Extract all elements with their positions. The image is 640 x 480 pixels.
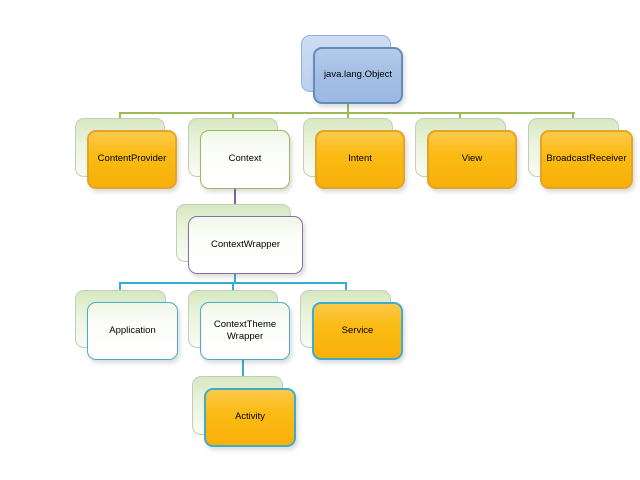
node-service: Service — [312, 302, 403, 360]
connector-drop-context — [232, 112, 234, 120]
connector-contextthemewrapper-activity — [242, 359, 244, 378]
connector-drop-service — [345, 282, 347, 292]
node-contextwrapper-label: ContextWrapper — [211, 238, 280, 250]
node-contentprovider-label: ContentProvider — [97, 153, 167, 165]
connector-contextwrapper-stem — [234, 273, 236, 284]
node-context-label: Context — [228, 153, 262, 165]
connector-context-contextwrapper — [234, 188, 236, 206]
node-service-label: Service — [341, 324, 374, 336]
node-java-lang-object-label: java.lang.Object — [323, 69, 393, 81]
connector-drop-view — [459, 112, 461, 120]
node-intent-label: Intent — [348, 153, 372, 165]
node-application: Application — [87, 302, 178, 360]
node-intent: Intent — [315, 130, 405, 189]
node-broadcastreceiver-label: BroadcastReceiver — [546, 153, 627, 165]
node-contextthemewrapper: ContextTheme Wrapper — [200, 302, 290, 360]
node-broadcastreceiver: BroadcastReceiver — [540, 130, 633, 189]
node-contextwrapper: ContextWrapper — [188, 216, 303, 274]
node-view: View — [427, 130, 517, 189]
connector-drop-intent — [347, 112, 349, 120]
connector-drop-broadcastreceiver — [572, 112, 574, 120]
node-context: Context — [200, 130, 290, 189]
node-java-lang-object: java.lang.Object — [313, 47, 403, 104]
connector-drop-application — [119, 282, 121, 292]
node-view-label: View — [461, 153, 483, 165]
node-contextthemewrapper-label: ContextTheme Wrapper — [213, 318, 277, 342]
node-activity-label: Activity — [234, 411, 266, 423]
connector-root-stem — [347, 102, 349, 114]
node-contentprovider: ContentProvider — [87, 130, 177, 189]
node-activity: Activity — [204, 388, 296, 447]
connector-drop-contextthemewrapper — [232, 282, 234, 292]
connector-drop-contentprovider — [119, 112, 121, 120]
node-application-label: Application — [109, 324, 156, 336]
